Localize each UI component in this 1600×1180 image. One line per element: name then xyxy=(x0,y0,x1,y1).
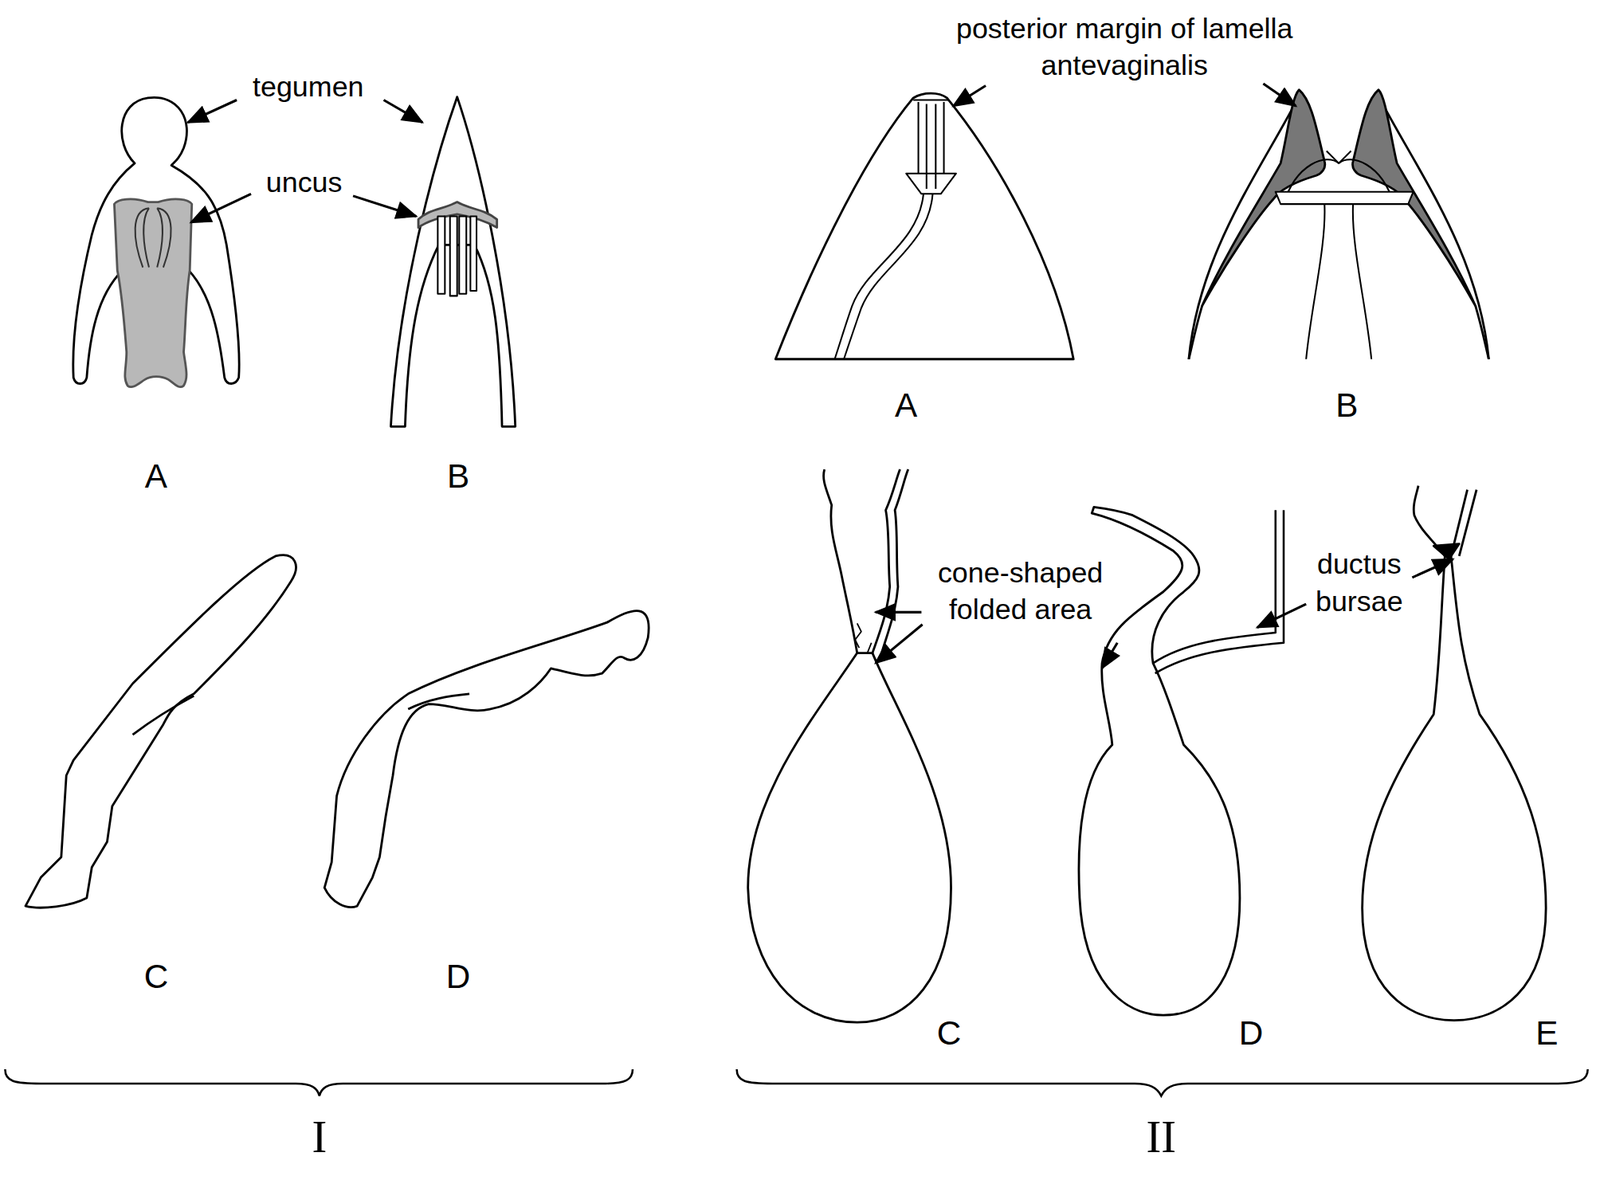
panel-letter: E xyxy=(1535,1011,1558,1056)
panel-letter: D xyxy=(446,955,471,1000)
panel-letter: C xyxy=(937,1011,962,1056)
plate-number: I xyxy=(311,1108,327,1167)
panel-letter: A xyxy=(145,454,168,499)
part-name: ductus bursae xyxy=(1298,546,1421,621)
part-name: cone-shaped folded area xyxy=(913,554,1128,629)
part-name: posterior margin of lamella antevaginali… xyxy=(909,11,1339,86)
panel-letter: D xyxy=(1239,1011,1264,1056)
panel-letter: B xyxy=(447,454,470,499)
plate-number: II xyxy=(1146,1108,1177,1167)
panel-letter: C xyxy=(144,955,169,1000)
part-name: tegumen xyxy=(252,69,365,107)
part-name: uncus xyxy=(266,164,343,202)
panel-letter: B xyxy=(1335,384,1358,428)
panel-letter: A xyxy=(894,384,918,428)
